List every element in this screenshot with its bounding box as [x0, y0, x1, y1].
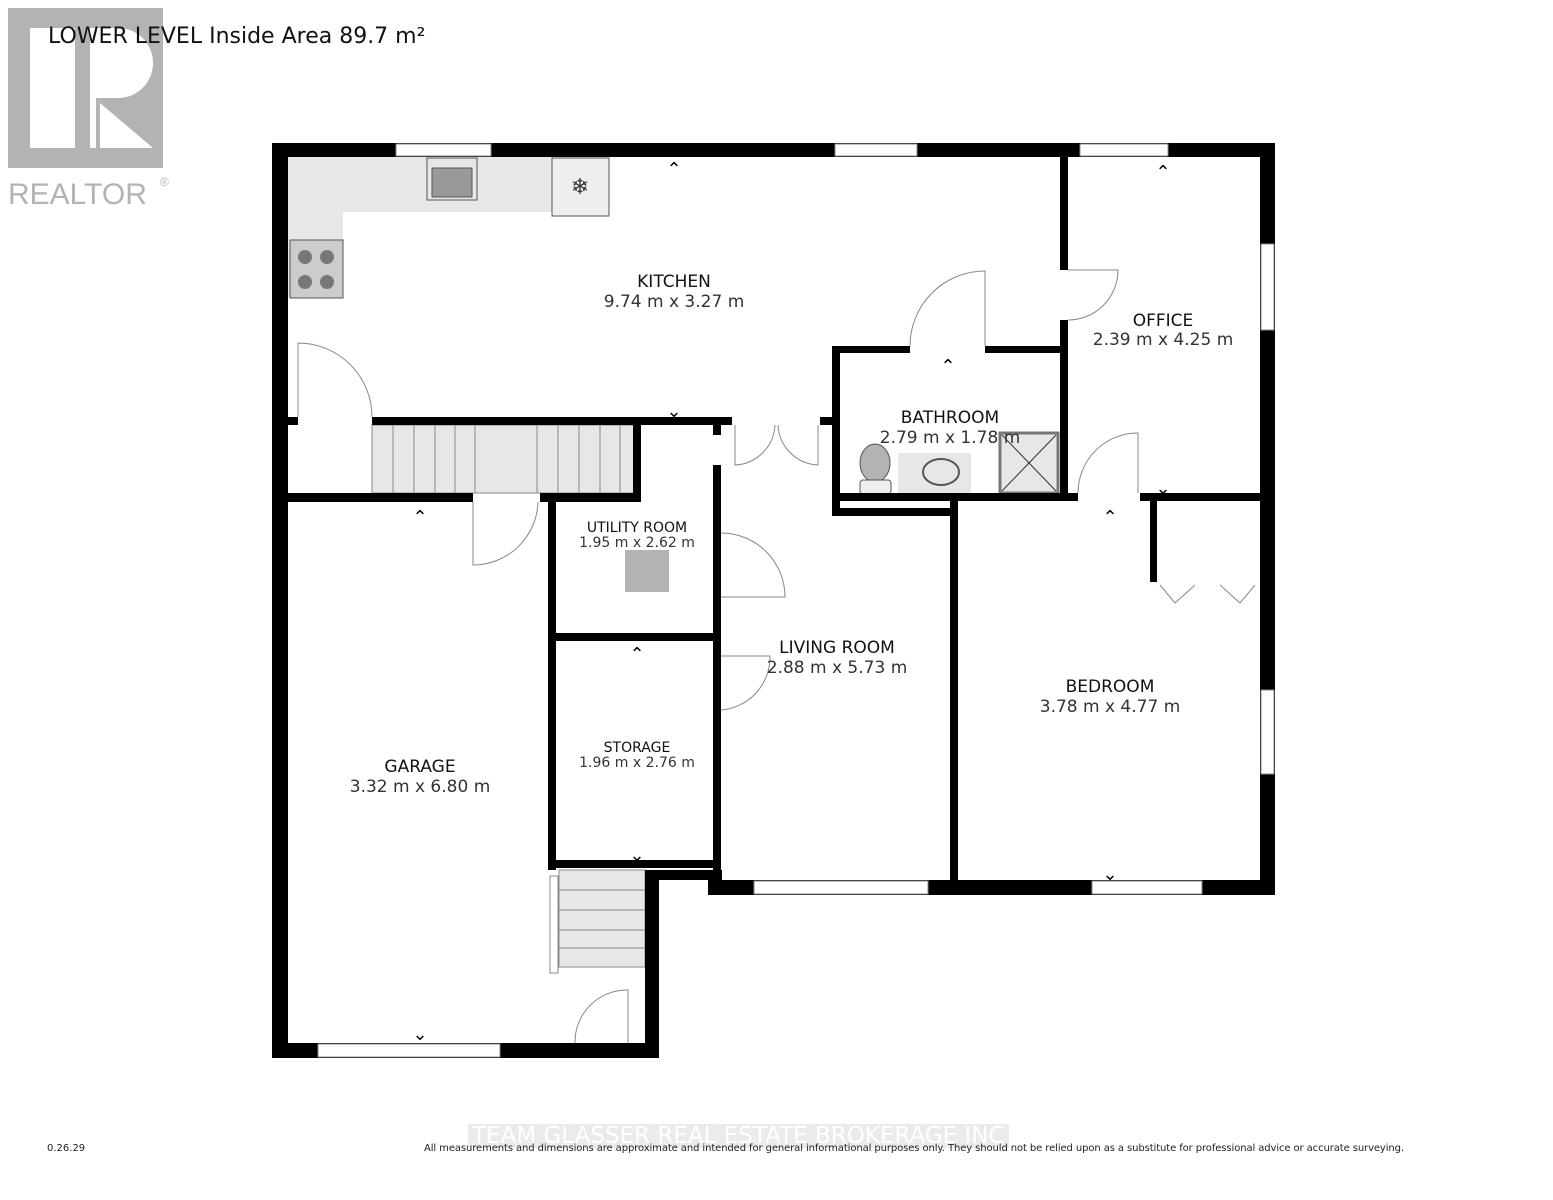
realtor-logo: REALTOR ®: [8, 8, 169, 211]
walls: [272, 143, 1275, 1058]
sink-icon: [426, 157, 478, 201]
room-name: BATHROOM: [901, 408, 999, 428]
dimension-arrows: ⌃ ⌄ ⌃ ⌄ ⌃ ⌃ ⌄ ⌃ ⌄ ⌃ ⌄: [412, 159, 1170, 1045]
room-dims: 2.39 m x 4.25 m: [1093, 330, 1234, 350]
room-dims: 1.96 m x 2.76 m: [579, 755, 695, 771]
garage-stairs: [558, 869, 646, 968]
fridge-icon: ❄: [551, 157, 610, 217]
svg-text:®: ®: [160, 175, 169, 189]
room-name: BEDROOM: [1066, 677, 1155, 697]
disclaimer: All measurements and dimensions are appr…: [424, 1143, 1404, 1154]
stairs: [371, 424, 635, 494]
toilet-icon: [859, 443, 892, 495]
svg-text:⌃: ⌃: [666, 159, 681, 180]
furnace: [625, 550, 669, 592]
shower-icon: [998, 431, 1060, 495]
bathroom-sink-icon: [922, 458, 960, 486]
svg-text:⌄: ⌄: [412, 1024, 427, 1045]
room-name: STORAGE: [604, 740, 671, 756]
version-label: 0.26.29: [47, 1143, 86, 1154]
room-dims: 3.32 m x 6.80 m: [350, 777, 491, 797]
svg-text:REALTOR: REALTOR: [8, 178, 147, 211]
watermark: TEAM GLASSER REAL ESTATE BROKERAGE INC: [468, 1124, 1009, 1148]
room-dims: 3.78 m x 4.77 m: [1040, 697, 1181, 717]
svg-text:⌃: ⌃: [1102, 507, 1117, 528]
stove-icon: [289, 239, 344, 299]
windows: [317, 143, 1275, 1058]
svg-text:⌄: ⌄: [666, 401, 681, 422]
page-title: LOWER LEVEL Inside Area 89.7 m²: [48, 24, 426, 49]
room-name: GARAGE: [384, 757, 455, 777]
room-dims: 2.79 m x 1.78 m: [880, 428, 1021, 448]
svg-text:⌃: ⌃: [940, 356, 955, 377]
room-name: LIVING ROOM: [779, 638, 895, 658]
room-dims: 1.95 m x 2.62 m: [579, 535, 695, 551]
svg-text:⌄: ⌄: [629, 845, 644, 866]
svg-text:❄: ❄: [571, 175, 589, 200]
svg-text:⌄: ⌄: [1155, 478, 1170, 499]
svg-text:⌃: ⌃: [629, 644, 644, 665]
room-dims: 9.74 m x 3.27 m: [604, 292, 745, 312]
doors: [297, 269, 1256, 1044]
svg-text:⌃: ⌃: [1155, 162, 1170, 183]
svg-text:⌄: ⌄: [1102, 864, 1117, 885]
room-dims: 2.88 m x 5.73 m: [767, 658, 908, 678]
room-name: KITCHEN: [637, 272, 711, 292]
svg-text:⌃: ⌃: [412, 507, 427, 528]
room-name: OFFICE: [1133, 311, 1194, 331]
room-name: UTILITY ROOM: [587, 520, 687, 536]
